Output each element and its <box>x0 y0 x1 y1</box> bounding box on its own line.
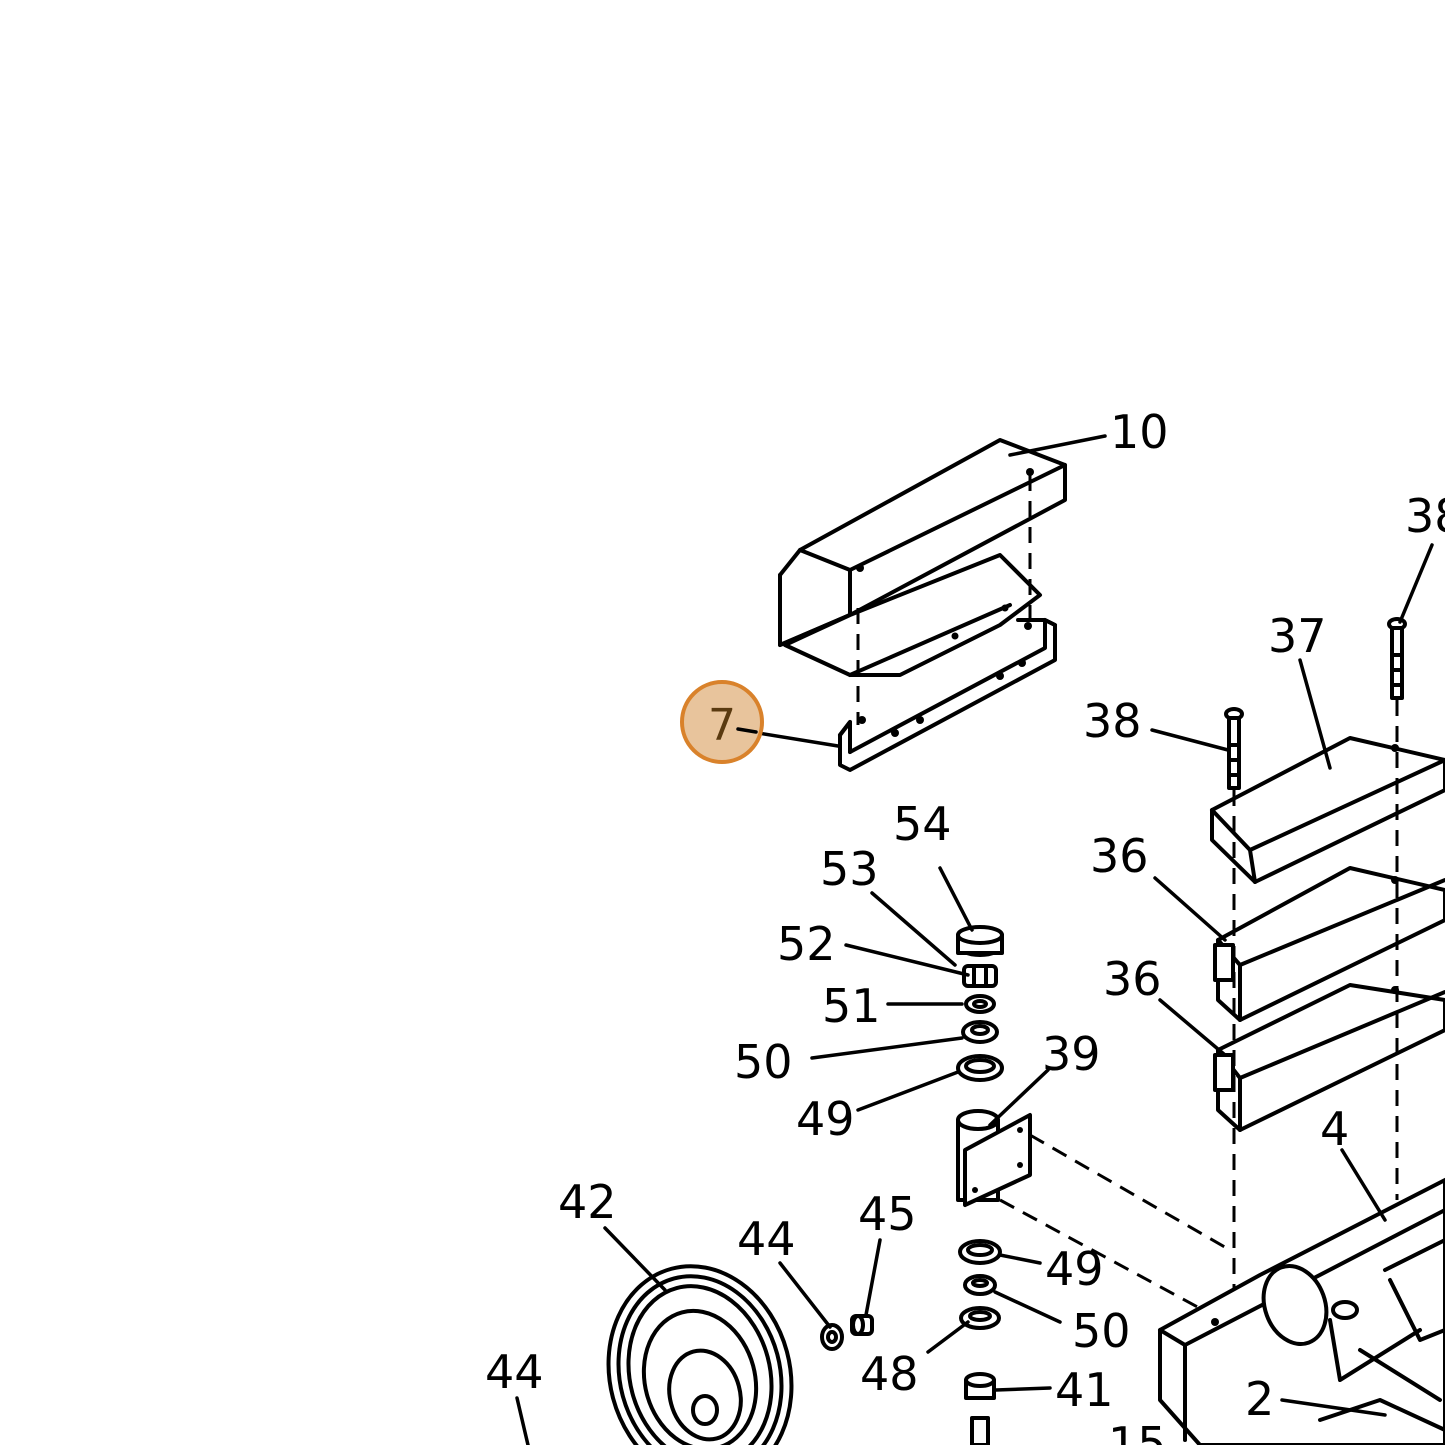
part-7-rail <box>838 618 1057 772</box>
part-10-cover <box>778 438 1067 677</box>
part-50-bearing-lower <box>963 1274 997 1296</box>
callout-53: 53 <box>820 842 879 896</box>
highlight-circle[interactable] <box>680 680 764 764</box>
part-49-race-upper <box>956 1054 1004 1082</box>
callout-39: 39 <box>1042 1027 1101 1081</box>
part-51-washer <box>964 994 996 1014</box>
leader-lines <box>515 434 1434 1445</box>
callout-42: 42 <box>558 1175 617 1229</box>
callout-36-lower: 36 <box>1103 952 1162 1006</box>
callout-45: 45 <box>858 1187 917 1241</box>
part-4-frame <box>1158 1178 1445 1445</box>
part-38-bolt-right <box>1387 617 1407 700</box>
part-44-washer <box>820 1323 844 1351</box>
callout-52: 52 <box>777 917 836 971</box>
assembly-line <box>999 1198 1241 1332</box>
part-39-bracket <box>956 1109 1032 1207</box>
callout-51: 51 <box>822 979 881 1033</box>
callout-50-lower: 50 <box>1072 1304 1131 1358</box>
part-37-plate <box>1210 736 1445 884</box>
part-45-bushing <box>850 1314 874 1336</box>
callout-38: 38 <box>1083 694 1142 748</box>
callout-50-upper: 50 <box>734 1035 793 1089</box>
callout-labels: 10 38 37 38 54 53 52 51 50 49 39 36 36 4… <box>485 405 1445 1445</box>
callout-36-upper: 36 <box>1090 829 1149 883</box>
callout-2: 2 <box>1245 1372 1274 1426</box>
part-stud <box>970 1416 990 1445</box>
part-41-spacer <box>964 1372 996 1400</box>
callout-7: 7 <box>708 700 736 751</box>
callout-15: 15 <box>1108 1417 1167 1445</box>
part-49-race-lower <box>958 1239 1002 1265</box>
callout-37: 37 <box>1268 609 1327 663</box>
part-42-wheel <box>606 1264 794 1445</box>
callout-44-upper: 44 <box>737 1212 796 1266</box>
callout-41: 41 <box>1055 1363 1114 1417</box>
callout-4: 4 <box>1320 1102 1349 1156</box>
callout-38-top: 38 <box>1405 489 1445 543</box>
callout-48: 48 <box>860 1347 919 1401</box>
part-48-seal <box>959 1306 1001 1330</box>
part-54-cap <box>956 925 1004 957</box>
callout-44-lower: 44 <box>485 1345 544 1399</box>
highlighted-callout-7[interactable]: 7 <box>680 680 764 764</box>
callout-10: 10 <box>1110 405 1169 459</box>
part-36-spacer-lower <box>1213 983 1445 1132</box>
callout-54: 54 <box>893 797 952 851</box>
part-50-bearing-upper <box>961 1020 999 1044</box>
part-38-bolt-left <box>1224 707 1244 790</box>
part-53-nut <box>962 964 998 988</box>
callout-49-lower: 49 <box>1045 1242 1104 1296</box>
assembly-line <box>1029 1133 1231 1252</box>
callout-49-upper: 49 <box>796 1092 855 1146</box>
